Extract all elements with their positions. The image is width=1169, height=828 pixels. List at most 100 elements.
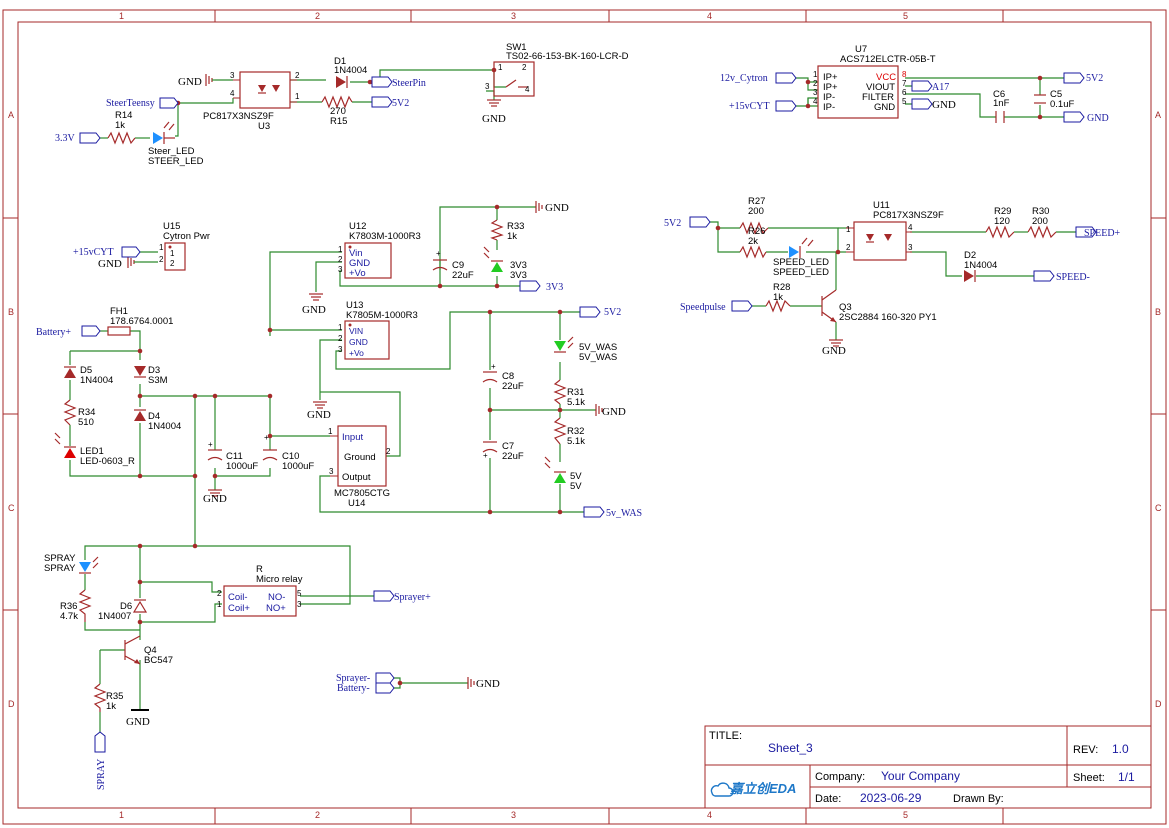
net-a17: A17: [932, 82, 949, 93]
net-battery-plus: Battery+: [36, 327, 71, 338]
steer-led: Steer_LED STEER_LED: [148, 121, 204, 167]
svg-text:5.1k: 5.1k: [567, 397, 585, 408]
svg-text:R36: R36: [60, 601, 77, 612]
svg-text:U3: U3: [258, 121, 270, 132]
svg-text:1: 1: [328, 427, 333, 436]
net-15vcyt-u7: +15vCYT: [729, 101, 770, 112]
gnd-q3: GND: [822, 339, 846, 357]
svg-text:2: 2: [217, 589, 222, 598]
svg-text:D6: D6: [120, 601, 132, 612]
svg-text:STEER_LED: STEER_LED: [148, 156, 204, 167]
svg-text:5: 5: [297, 589, 302, 598]
svg-text:GND: GND: [932, 99, 956, 111]
svg-text:2SC2884 160-320 PY1: 2SC2884 160-320 PY1: [839, 312, 937, 323]
u15-cytron-pwr: 12 12 U15 Cytron Pwr: [159, 221, 210, 271]
sheet-value: 1/1: [1118, 770, 1135, 784]
svg-text:1: 1: [170, 249, 175, 258]
svg-text:LED-0603_R: LED-0603_R: [80, 456, 135, 467]
gnd-u7: GND: [932, 99, 956, 111]
svg-text:Cytron Pwr: Cytron Pwr: [163, 231, 210, 242]
svg-text:GND: GND: [349, 337, 368, 347]
svg-text:1N4007: 1N4007: [98, 611, 131, 622]
col-4-top: 4: [707, 11, 712, 21]
svg-text:C9: C9: [452, 260, 464, 271]
svg-text:GND: GND: [203, 493, 227, 505]
svg-text:22uF: 22uF: [502, 451, 524, 462]
svg-text:GND: GND: [178, 76, 202, 88]
c7-capacitor: + C7 22uF: [482, 441, 524, 462]
svg-text:2: 2: [170, 259, 175, 268]
r15-resistor: 270 R15: [321, 95, 353, 127]
company-label: Company:: [815, 771, 865, 783]
net-steer-pin: SteerPin: [392, 78, 426, 89]
svg-text:VCC: VCC: [876, 72, 896, 83]
svg-text:IP-: IP-: [823, 102, 835, 113]
r32-resistor: R32 5.1k: [553, 417, 585, 447]
svg-text:3: 3: [908, 243, 913, 252]
row-b-left: B: [8, 307, 14, 317]
net-5v2-u7: 5V2: [1086, 73, 1103, 84]
svg-text:PC817X3NSZ9F: PC817X3NSZ9F: [203, 111, 274, 122]
u13-regulator-5v2: VIN GND +Vo 123 U13 K7805M-1000R3: [338, 300, 418, 360]
r26-resistor: R26 2k: [739, 226, 767, 259]
svg-text:C7: C7: [502, 441, 514, 452]
svg-text:U12: U12: [349, 221, 366, 232]
svg-text:GND: GND: [602, 406, 626, 418]
svg-text:U7: U7: [855, 44, 867, 55]
net-battery-minus: Battery-: [337, 683, 370, 694]
svg-text:VIN: VIN: [349, 326, 363, 336]
svg-text:1: 1: [295, 92, 300, 101]
svg-text:Output: Output: [342, 472, 371, 483]
svg-text:D4: D4: [148, 411, 160, 422]
gnd-r33: GND: [535, 201, 569, 214]
svg-text:22uF: 22uF: [452, 270, 474, 281]
svg-text:LED1: LED1: [80, 446, 104, 457]
net-steer-teensy: SteerTeensy: [106, 98, 155, 109]
svg-text:1: 1: [846, 225, 851, 234]
q4-transistor: Q4 BC547: [124, 635, 173, 666]
svg-text:5V_WAS: 5V_WAS: [579, 342, 617, 353]
svg-text:VIOUT: VIOUT: [866, 82, 895, 93]
svg-text:Vin: Vin: [349, 248, 363, 259]
net-speedpulse: Speedpulse: [680, 302, 726, 313]
r30-resistor: R30 200: [1027, 206, 1057, 239]
frame-col-dividers: [3, 10, 1166, 824]
col-4-bottom: 4: [707, 810, 712, 820]
micro-relay: Coil- Coil+ NO- NO+ 21 53 R Micro relay: [217, 564, 303, 617]
svg-text:+: +: [208, 440, 213, 449]
svg-text:R27: R27: [748, 196, 765, 207]
svg-text:K7803M-1000R3: K7803M-1000R3: [349, 231, 421, 242]
u14-regulator-7805: Input Ground Output 123 MC7805CTG U14: [328, 425, 391, 509]
r31-resistor: R31 5.1k: [553, 379, 585, 408]
svg-text:GND: GND: [482, 113, 506, 125]
row-c-left: C: [8, 503, 15, 513]
svg-text:5V: 5V: [570, 471, 582, 482]
svg-text:Coil+: Coil+: [228, 603, 250, 614]
svg-text:U13: U13: [346, 300, 363, 311]
svg-text:C8: C8: [502, 371, 514, 382]
svg-text:1k: 1k: [507, 231, 517, 242]
svg-text:0.1uF: 0.1uF: [1050, 99, 1074, 110]
svg-text:2: 2: [846, 243, 851, 252]
svg-text:2: 2: [813, 79, 818, 88]
u12-regulator-3v3: Vin GND +Vo 123 U12 K7803M-1000R3: [338, 221, 421, 279]
svg-text:R35: R35: [106, 691, 123, 702]
svg-text:GND: GND: [874, 102, 895, 113]
date-value: 2023-06-29: [860, 791, 922, 805]
svg-text:BC547: BC547: [144, 655, 173, 666]
svg-text:1nF: 1nF: [993, 98, 1010, 109]
svg-text:+: +: [483, 451, 488, 460]
svg-text:PC817X3NSZ9F: PC817X3NSZ9F: [873, 210, 944, 221]
gnd-sw1: GND: [482, 99, 506, 125]
svg-text:1N4004: 1N4004: [334, 65, 367, 76]
svg-text:Q3: Q3: [839, 302, 852, 313]
svg-text:NO+: NO+: [266, 603, 286, 614]
svg-text:4: 4: [525, 85, 530, 94]
rev-value: 1.0: [1112, 742, 1129, 756]
r14-resistor: R14 1k: [107, 110, 136, 145]
svg-text:R34: R34: [78, 407, 95, 418]
svg-text:1: 1: [159, 243, 164, 252]
svg-text:2: 2: [338, 334, 343, 343]
svg-text:3V3: 3V3: [510, 270, 527, 281]
